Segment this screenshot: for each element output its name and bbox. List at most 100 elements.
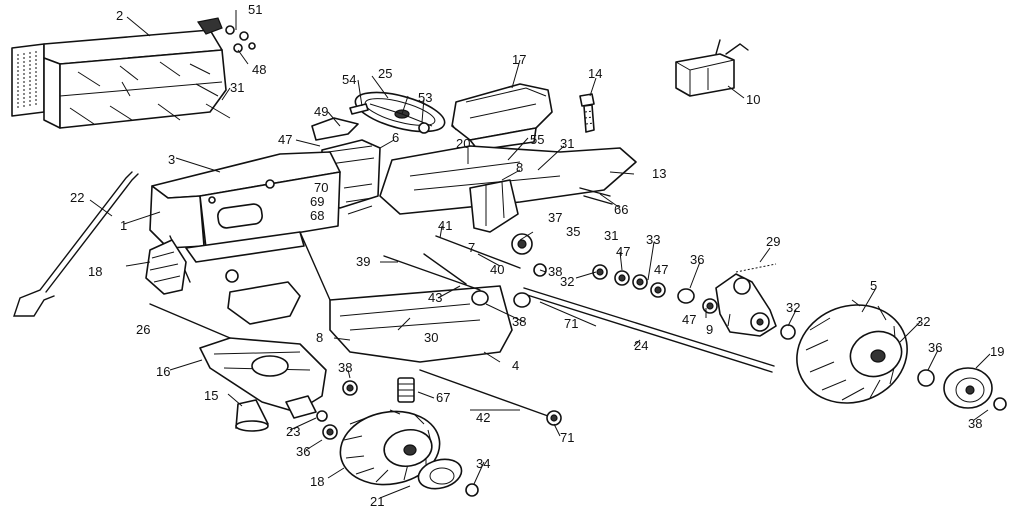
shaft-24 [523, 287, 775, 373]
callout-26: 26 [136, 322, 150, 337]
callout-54: 54 [342, 72, 356, 87]
callout-19: 19 [990, 344, 1004, 359]
callout-31-mid: 31 [604, 228, 618, 243]
callout-22: 22 [70, 190, 84, 205]
callout-48: 48 [252, 62, 266, 77]
cone-cap [235, 399, 269, 432]
hood-hardware-51-48 [225, 25, 256, 53]
front-wheel [339, 409, 441, 486]
rod-26 [149, 303, 231, 339]
front-hub [417, 458, 479, 497]
callout-69: 69 [310, 194, 324, 209]
steering-wheel [354, 91, 446, 133]
callout-31-rear: 31 [560, 136, 574, 151]
callout-9: 9 [706, 322, 713, 337]
callout-24: 24 [634, 338, 648, 353]
callout-38-low: 38 [338, 360, 352, 375]
callout-4: 4 [512, 358, 519, 373]
rear-hub [917, 367, 1007, 411]
callout-28: 8 [516, 160, 523, 175]
callout-20: 20 [456, 136, 470, 151]
steering-hardware-53-54 [349, 103, 430, 134]
callout-53: 53 [418, 90, 432, 105]
callout-55: 55 [530, 132, 544, 147]
callout-6: 6 [392, 130, 399, 145]
rod-22 [13, 171, 139, 317]
callout-47-d: 47 [682, 312, 696, 327]
callout-71-top: 71 [564, 316, 578, 331]
callout-38-mid: 38 [512, 314, 526, 329]
callout-30: 30 [424, 330, 438, 345]
callout-5: 5 [870, 278, 877, 293]
callout-70: 70 [314, 180, 328, 195]
callout-1: 1 [120, 218, 127, 233]
callout-36-low: 36 [296, 444, 310, 459]
callout-40: 40 [490, 262, 504, 277]
rear-platform [379, 145, 637, 255]
platform-hardware-66 [579, 187, 613, 205]
callout-32-mid: 32 [786, 300, 800, 315]
callout-35: 35 [566, 224, 580, 239]
callout-labels: 2 51 48 31 17 14 10 54 25 53 49 47 6 3 2… [70, 2, 1004, 509]
callout-66: 66 [614, 202, 628, 217]
callout-2: 2 [116, 8, 123, 23]
body-shroud [149, 151, 341, 263]
shaft-washers [471, 263, 796, 340]
callout-37: 37 [548, 210, 562, 225]
callout-18-low: 18 [310, 474, 324, 489]
callout-29: 29 [766, 234, 780, 249]
callout-14: 14 [588, 66, 602, 81]
callout-18: 18 [88, 264, 102, 279]
callout-36-top: 36 [690, 252, 704, 267]
rod-40-43 [423, 235, 521, 285]
rod-39 [383, 255, 481, 291]
callout-41: 41 [438, 218, 452, 233]
callout-32-top: 32 [560, 274, 574, 289]
callout-38-right: 38 [968, 416, 982, 431]
callout-25: 25 [378, 66, 392, 81]
callout-16: 16 [156, 364, 170, 379]
callout-42: 42 [476, 410, 490, 425]
callout-51: 51 [248, 2, 262, 17]
callout-33: 33 [646, 232, 660, 247]
callout-8: 8 [316, 330, 323, 345]
callout-13: 13 [652, 166, 666, 181]
callout-47-c: 47 [654, 262, 668, 277]
front-axle-housing [199, 337, 327, 419]
leader-lines [89, 10, 991, 499]
callout-3: 3 [168, 152, 175, 167]
callout-39: 39 [356, 254, 370, 269]
callout-38-top: 38 [548, 264, 562, 279]
idler-bracket [715, 273, 777, 337]
callout-43: 43 [428, 290, 442, 305]
seat [451, 83, 553, 151]
rod-42 [419, 369, 549, 417]
callout-31: 31 [230, 80, 244, 95]
callout-15: 15 [204, 388, 218, 403]
bolt [579, 93, 595, 133]
callout-49: 49 [314, 104, 328, 119]
frame-chassis [169, 231, 513, 363]
rear-wheel [796, 299, 908, 404]
callout-36-right: 36 [928, 340, 942, 355]
callout-47-b: 47 [616, 244, 630, 259]
callout-34: 34 [476, 456, 490, 471]
callout-7: 7 [468, 240, 475, 255]
callout-17: 17 [512, 52, 526, 67]
callout-68: 68 [310, 208, 324, 223]
hood-screws [69, 61, 231, 125]
left-front-tire [145, 239, 239, 295]
callout-10: 10 [746, 92, 760, 107]
callout-23: 23 [286, 424, 300, 439]
small-washers [316, 380, 562, 440]
callout-67: 67 [436, 390, 450, 405]
spring-67 [397, 377, 415, 403]
callout-21: 21 [370, 494, 384, 509]
callout-47: 47 [278, 132, 292, 147]
callout-32-right: 32 [916, 314, 930, 329]
battery [675, 39, 749, 97]
spring-29 [735, 263, 777, 273]
hood-grille-assembly [11, 17, 227, 129]
callout-71-low: 71 [560, 430, 574, 445]
